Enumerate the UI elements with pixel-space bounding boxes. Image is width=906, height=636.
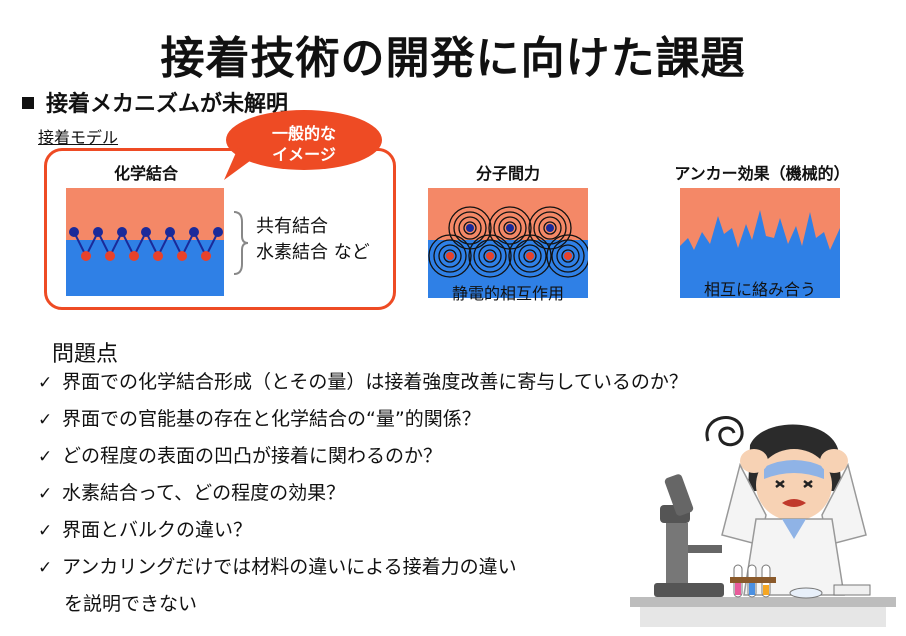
list-item: ✓アンカリングだけでは材料の違いによる接着力の違い: [38, 549, 688, 586]
bond-types-text: 共有結合 水素結合 など: [256, 216, 370, 263]
list-item: ✓界面とバルクの違い？: [38, 512, 688, 549]
chemical-bond-title: 化学結合: [113, 164, 178, 183]
check-icon: ✓: [38, 484, 53, 504]
speech-bubble-text: 一般的な イメージ: [271, 124, 336, 164]
check-icon: ✓: [38, 447, 53, 467]
list-item: ✓界面での化学結合形成（とその量）は接着強度改善に寄与しているのか？: [38, 364, 688, 401]
check-icon: ✓: [38, 521, 53, 541]
square-bullet-icon: [22, 97, 34, 109]
problems-heading: 問題点: [52, 342, 119, 367]
check-icon: ✓: [38, 373, 53, 393]
anchor-caption: 相互に絡み合う: [703, 280, 816, 299]
general-image-frame: [44, 148, 396, 310]
list-item: ✓どの程度の表面の凹凸が接着に関わるのか？: [38, 438, 688, 475]
check-icon: ✓: [38, 558, 53, 578]
intermolecular-force-diagram: [428, 188, 588, 298]
check-icon: ✓: [38, 410, 53, 430]
model-label: 接着モデル: [38, 128, 119, 147]
anchor-effect-diagram: [680, 188, 840, 298]
list-item-continuation: を説明できない: [64, 593, 198, 615]
problem-list: ✓界面での化学結合形成（とその量）は接着強度改善に寄与しているのか？ ✓界面での…: [38, 364, 688, 623]
intermolecular-caption: 静電的相互作用: [451, 284, 564, 303]
intermolecular-force-title: 分子間力: [475, 164, 540, 183]
list-item: ✓界面での官能基の存在と化学結合の“量”的関係？: [38, 401, 688, 438]
page-title: 接着技術の開発に向けた課題: [160, 33, 746, 84]
brace-icon: [233, 211, 249, 275]
anchor-effect-title: アンカー効果（機械的）: [674, 164, 850, 183]
chemical-bond-diagram: [66, 188, 224, 296]
confused-scientist-illustration: [630, 416, 896, 627]
section-heading: 接着メカニズムが未解明: [22, 86, 288, 118]
speech-bubble-icon: [224, 110, 382, 180]
list-item: ✓水素結合って、どの程度の効果？: [38, 475, 688, 512]
